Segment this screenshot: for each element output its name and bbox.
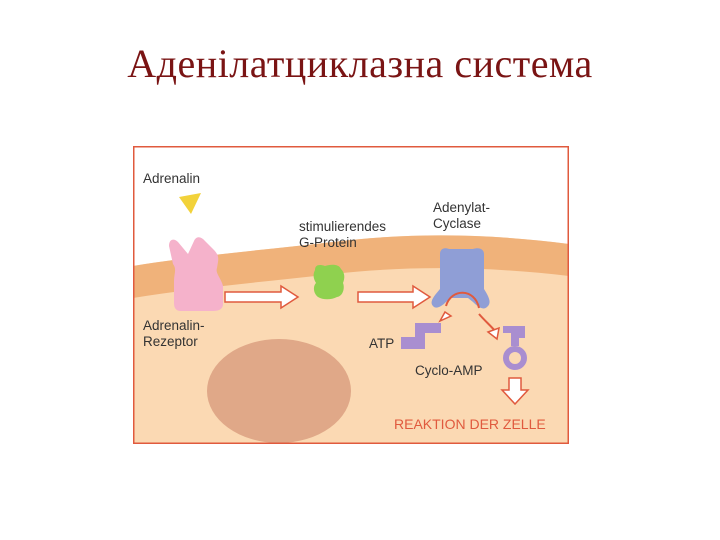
extracellular-space (133, 146, 569, 266)
label-g-protein-line1: stimulierendes (299, 219, 387, 234)
adrenalin-molecule-icon (179, 193, 201, 214)
catalysis-arc (445, 291, 480, 309)
diagram-canvas (133, 146, 569, 444)
label-g-protein-line2: G-Protein (299, 235, 357, 250)
adenylate-cyclase-diagram: Adrenalin stimulierendes G-Protein Adeny… (133, 146, 569, 444)
label-adenylat-line1: Adenylat- (433, 200, 491, 215)
figure-frame (133, 146, 569, 444)
arrow-gprotein-to-cyclase (357, 284, 432, 310)
label-adenylat-line2: Cyclase (433, 216, 482, 231)
label-reaction: REAKTION DER ZELLE (394, 416, 546, 432)
camp-molecule-icon (503, 326, 525, 346)
arrow-to-reaction (500, 377, 530, 406)
atp-molecule-icon (401, 323, 441, 349)
camp-ring-icon (503, 346, 527, 370)
label-camp: Cyclo-AMP (415, 363, 483, 378)
slide-title: Аденілатциклазна система (127, 41, 593, 86)
arc-arrowhead-left (438, 310, 453, 323)
adrenalin-receptor-icon (169, 237, 223, 311)
arrow-receptor-to-gprotein (224, 284, 300, 310)
nucleus (207, 339, 351, 443)
adenylate-cyclase-icon (431, 248, 490, 309)
label-atp: ATP (369, 336, 395, 351)
g-protein-icon (313, 264, 345, 300)
arc-arrowhead-right (486, 326, 500, 341)
label-receptor-line1: Adrenalin- (143, 318, 205, 333)
label-receptor-line2: Rezeptor (143, 334, 198, 349)
label-adrenalin: Adrenalin (143, 171, 201, 186)
